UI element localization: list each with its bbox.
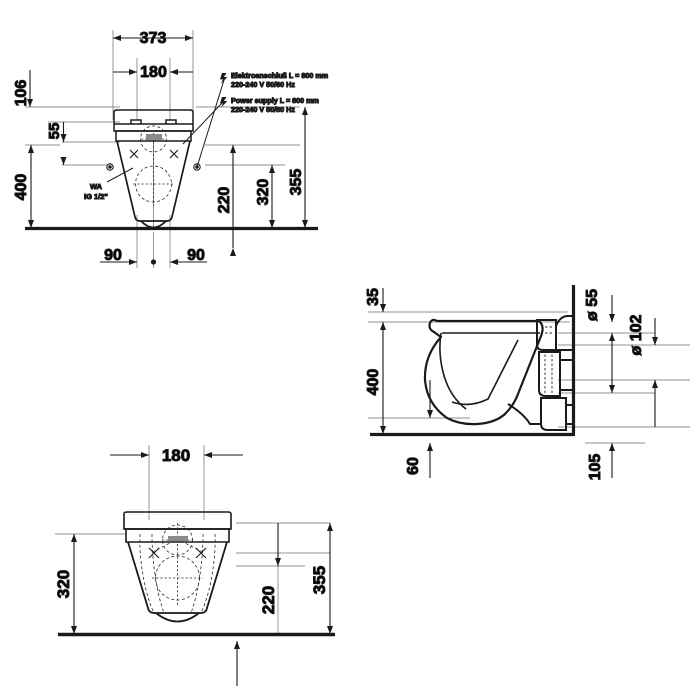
dim-400-top: 400 xyxy=(13,174,30,201)
dim-90-left: 90 xyxy=(104,247,122,264)
label-ig-half-inch: IG 1/2" xyxy=(84,192,108,201)
lightning-bolt-icon xyxy=(219,73,228,108)
dim-220-bottom: 220 xyxy=(259,586,278,614)
view-front-bottom: 180 320 220 355 xyxy=(54,445,335,686)
dim-180-bottom: 180 xyxy=(162,446,190,465)
view-side-right: 35 400 60 105 ø 55 xyxy=(365,285,690,481)
dim-320-bottom: 320 xyxy=(54,570,73,598)
dim-220-top: 220 xyxy=(216,187,233,214)
note-power-supply-line2: 220-240 V 50/60 Hz xyxy=(231,105,295,114)
dim-60: 60 xyxy=(405,457,422,475)
label-wa: WA xyxy=(90,182,103,191)
note-power-supply-line1: Power supply L = 800 mm xyxy=(231,96,319,105)
dim-35: 35 xyxy=(365,288,382,306)
dim-320-top: 320 xyxy=(255,179,272,206)
dim-90-right: 90 xyxy=(187,247,205,264)
dim-355-bottom: 355 xyxy=(310,566,329,594)
dim-d102: ø 102 xyxy=(628,314,645,355)
dim-355-top: 355 xyxy=(288,169,305,196)
dim-d55: ø 55 xyxy=(584,289,601,321)
dim-105: 105 xyxy=(587,454,604,481)
dim-373: 373 xyxy=(140,30,167,47)
dim-400-side: 400 xyxy=(365,369,382,396)
dim-55: 55 xyxy=(46,123,63,140)
note-elektroanschluss-line1: Elektroanschluß L = 800 mm xyxy=(231,71,328,80)
dim-106: 106 xyxy=(13,80,30,107)
dim-180-top: 180 xyxy=(140,64,167,81)
view-front-top: 373 180 106 55 400 WA IG 1/2" xyxy=(13,30,329,268)
note-elektroanschluss-line2: 220-240 V 50/60 Hz xyxy=(231,80,295,89)
